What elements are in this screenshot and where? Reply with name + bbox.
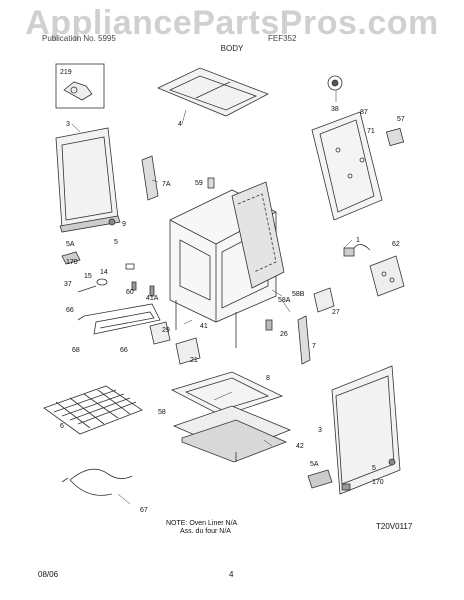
callout: 62 xyxy=(392,241,400,248)
callout: 58 xyxy=(158,409,166,416)
callout: 6 xyxy=(60,423,64,430)
callout: 41 xyxy=(200,323,208,330)
footer-date: 08/06 xyxy=(38,570,59,579)
publication-number: Publication No. 5995 xyxy=(42,34,116,43)
callout: 170 xyxy=(66,259,78,266)
callout: 27 xyxy=(332,309,340,316)
callout: 38 xyxy=(331,106,339,113)
part-59 xyxy=(207,177,215,189)
callout: 58B xyxy=(292,291,305,298)
terminal-block-62 xyxy=(343,244,405,297)
callout: 5A xyxy=(66,241,75,248)
callout: 59 xyxy=(195,180,203,187)
callout: 9 xyxy=(122,221,126,228)
back-panel xyxy=(311,111,405,221)
callout: 42 xyxy=(296,443,304,450)
diagram-code: T20V0117 xyxy=(376,522,413,531)
broil-element-67 xyxy=(61,468,133,496)
callout: 5 xyxy=(114,239,118,246)
callout: 14 xyxy=(100,269,108,276)
section-title: BODY xyxy=(220,44,244,53)
callout: 66 xyxy=(120,347,128,354)
leveler-5a-left xyxy=(61,251,81,265)
callout: 60 xyxy=(126,289,134,296)
callout: 26 xyxy=(280,331,288,338)
callout: 5 xyxy=(372,465,376,472)
callout: 66 xyxy=(66,307,74,314)
note-line-2: Ass. du four N/A xyxy=(180,528,231,535)
callout: 4 xyxy=(178,121,182,128)
callout: 41A xyxy=(146,295,159,302)
drawer-assembly xyxy=(172,405,292,463)
insulation-wrap xyxy=(231,181,285,289)
oven-rack xyxy=(43,385,143,435)
cooktop-panel xyxy=(157,67,269,117)
callout: 7 xyxy=(312,343,316,350)
callout: 3 xyxy=(318,427,322,434)
callout: 219 xyxy=(60,69,72,76)
leader-lines xyxy=(71,90,353,505)
callout: 58A xyxy=(278,297,291,304)
callout: 29 xyxy=(162,327,170,334)
surface-element-38 xyxy=(327,75,343,91)
callout: 15 xyxy=(84,273,92,280)
watermark: AppliancePartsPros.com xyxy=(25,4,439,42)
note-line-1: NOTE: Oven Liner N/A xyxy=(166,520,238,527)
side-panel-right xyxy=(331,365,401,495)
side-panel-left xyxy=(55,127,121,233)
callout: 67 xyxy=(140,507,148,514)
footer-page-number: 4 xyxy=(229,570,234,579)
screw-9 xyxy=(108,218,116,226)
callout: 57 xyxy=(397,116,405,123)
callout: 21 xyxy=(190,357,198,364)
callout: 3 xyxy=(66,121,70,128)
leveler-5a-right xyxy=(307,458,396,491)
callout: 68 xyxy=(72,347,80,354)
callout-labels: 219 3 4 38 87 71 57 7A 59 9 5A 5 170 14 … xyxy=(60,69,405,514)
callout: 8 xyxy=(266,375,270,382)
callout: 71 xyxy=(367,128,375,135)
brackets-29-21 xyxy=(149,321,201,365)
callout: 7A xyxy=(162,181,171,188)
note: NOTE: Oven Liner N/A Ass. du four N/A xyxy=(166,520,237,536)
callout: 87 xyxy=(360,109,368,116)
callout: 1 xyxy=(356,237,360,244)
callout: 170 xyxy=(372,479,384,486)
small-parts-left xyxy=(77,263,155,297)
bracket-7a xyxy=(141,155,159,201)
callout: 37 xyxy=(64,281,72,288)
bake-element xyxy=(77,303,161,335)
model-number: FEF352 xyxy=(268,34,297,43)
parts-right-lower xyxy=(265,287,335,365)
inset-219-box xyxy=(55,63,105,109)
callout: 5A xyxy=(310,461,319,468)
